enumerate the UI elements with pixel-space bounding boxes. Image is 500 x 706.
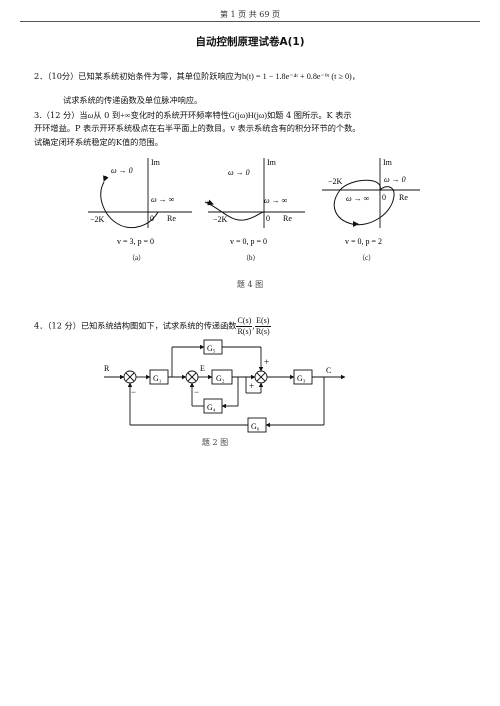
label-e: E bbox=[200, 364, 205, 373]
q3-text-a: 3.（12 分）当 bbox=[34, 110, 88, 120]
c-origin-label: 0 bbox=[382, 193, 386, 202]
b-k-label: −2K bbox=[213, 215, 228, 224]
block-diagram: R E C G₁ G₂ G₃ G₄ G₅ G₆ − − + + bbox=[104, 339, 346, 433]
q2-line2: 试求系统的传递函数及单位脉冲响应。 bbox=[63, 95, 203, 105]
c-winf-label: ω → ∞ bbox=[346, 194, 370, 203]
q4-frac-er-num: E(s) bbox=[254, 316, 271, 327]
sign-minus-1: − bbox=[131, 387, 136, 397]
a-subcaption: （a） bbox=[128, 254, 145, 262]
fig2-caption: 题 2 图 bbox=[201, 438, 229, 447]
q3-text-c: 变化时的系统开环频率特性 bbox=[130, 110, 229, 120]
nyquist-plot-a: ω → 0 Im ω → ∞ 0 Re −2K v = 3, p = 0 （a） bbox=[88, 158, 192, 262]
label-g4: G₄ bbox=[207, 403, 216, 412]
q4-text: 4．（12 分）已知系统结构图如下，试求系统的传递函数 bbox=[34, 320, 237, 331]
label-g3: G₃ bbox=[297, 374, 306, 383]
q3-line1: 3.（12 分）当ω从 0 到+∞变化时的系统开环频率特性G(jω)H(jω)如… bbox=[34, 109, 352, 122]
a-w0-label: ω → 0 bbox=[111, 166, 133, 175]
q2-text: 2．（10分）已知某系统初始条件为零，其单位阶跃响应为 bbox=[34, 71, 243, 81]
b-params: v = 0, p = 0 bbox=[230, 237, 267, 246]
q2-formula: h(t) = 1 − 1.8e⁻⁴ᵗ + 0.8e⁻⁹ᵗ (t ≥ 0)， bbox=[242, 72, 360, 81]
q3-line2: 开环增益。P 表示开环系统极点在右半平面上的数目。v 表示系统含有的积分环节的个… bbox=[34, 123, 361, 133]
c-subcaption: （c） bbox=[358, 254, 375, 262]
label-c: C bbox=[326, 366, 331, 375]
c-im-label: Im bbox=[383, 158, 393, 167]
nyquist-figure: ω → 0 Im ω → ∞ 0 Re −2K v = 3, p = 0 （a）… bbox=[88, 158, 420, 262]
q4-frac-cr-num: C(s) bbox=[236, 316, 253, 327]
b-im-label: Im bbox=[267, 158, 277, 167]
q3-gh: G(jω)H(jω) bbox=[228, 111, 267, 120]
nyquist-plot-b: ω → 0 Im ω → ∞ 0 Re −2K v = 0, p = 0 （b） bbox=[204, 158, 305, 262]
label-g5: G₅ bbox=[207, 344, 216, 353]
fig4-caption: 题 4 图 bbox=[236, 280, 264, 289]
a-re-label: Re bbox=[167, 214, 176, 223]
b-origin-label: 0 bbox=[266, 214, 270, 223]
q4-frac-er: E(s)R(s) bbox=[254, 316, 271, 337]
q4-frac-cr-den: R(s) bbox=[237, 327, 252, 336]
label-g6: G₆ bbox=[251, 422, 260, 431]
page-title: 自动控制原理试卷A(1) bbox=[195, 36, 305, 48]
q4-frac-er-den: R(s) bbox=[255, 327, 270, 336]
q4-sep: , bbox=[252, 320, 255, 331]
sign-plus-2: + bbox=[249, 381, 254, 391]
nyquist-plot-c: Im ω → 0 −2K ω → ∞ 0 Re v = 0, p = 2 （c） bbox=[322, 158, 420, 262]
q3-inf: +∞ bbox=[120, 111, 131, 120]
b-w0-label: ω → 0 bbox=[228, 168, 250, 177]
q3-omega: ω bbox=[87, 111, 94, 120]
label-r: R bbox=[104, 364, 110, 373]
a-k-label: −2K bbox=[90, 215, 105, 224]
q3-text-b: 从 0 到 bbox=[93, 110, 121, 120]
a-origin-label: 0 bbox=[150, 214, 154, 223]
b-subcaption: （b） bbox=[242, 254, 260, 262]
b-re-label: Re bbox=[283, 214, 292, 223]
c-w0-label: ω → 0 bbox=[384, 175, 406, 184]
q3-text-d: 如题 4 图所示。K 表示 bbox=[266, 110, 352, 120]
sign-minus-2: − bbox=[194, 387, 199, 397]
header-rule bbox=[20, 21, 480, 22]
q4-frac-cr: C(s)R(s) bbox=[236, 316, 253, 337]
c-params: v = 0, p = 2 bbox=[345, 237, 382, 246]
label-g2: G₂ bbox=[216, 374, 225, 383]
page-header: 第 1 页 共 69 页 bbox=[220, 10, 280, 19]
c-re-label: Re bbox=[399, 193, 408, 202]
a-winf-label: ω → ∞ bbox=[151, 195, 175, 204]
q2-line1: 2．（10分）已知某系统初始条件为零，其单位阶跃响应为h(t) = 1 − 1.… bbox=[34, 70, 360, 83]
c-k-label: −2K bbox=[328, 177, 343, 186]
a-im-label: Im bbox=[151, 158, 161, 167]
q3-line3: 试确定闭环系统稳定的K值的范围。 bbox=[34, 137, 163, 147]
sign-plus-1: + bbox=[264, 357, 269, 367]
b-winf-label: ω → ∞ bbox=[264, 196, 288, 205]
label-g1: G₁ bbox=[153, 374, 162, 383]
a-params: v = 3, p = 0 bbox=[117, 237, 154, 246]
